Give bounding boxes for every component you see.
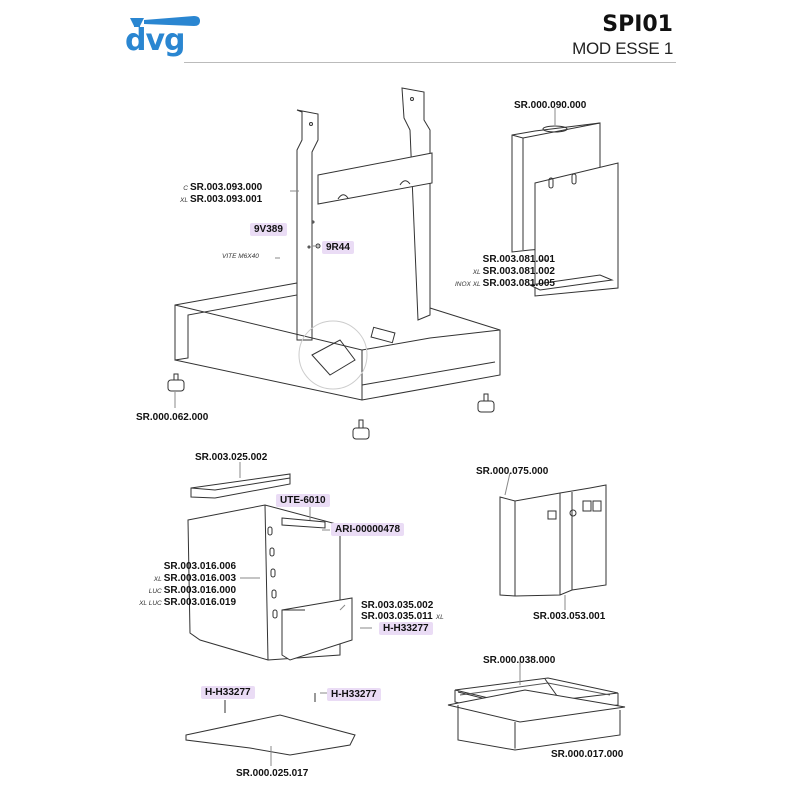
front-panel-drawing bbox=[499, 484, 607, 597]
screw-tag-9v389[interactable]: 9V389 bbox=[250, 223, 287, 236]
header-divider bbox=[184, 62, 676, 63]
leader-lines bbox=[174, 108, 566, 766]
front-panel-part-code[interactable]: SR.003.053.001 bbox=[533, 611, 606, 622]
screw-tag-h-h33277-2[interactable]: H-H33277 bbox=[201, 686, 255, 699]
washer-tag-9r44[interactable]: 9R44 bbox=[322, 241, 354, 254]
model-name: MOD ESSE 1 bbox=[572, 39, 673, 58]
model-code: SPI01 bbox=[602, 12, 673, 37]
feet-drawing bbox=[167, 373, 495, 440]
screw-note: VITE M6X40 bbox=[222, 253, 259, 260]
side-panel-code-xl-luc[interactable]: SR.003.016.019 bbox=[163, 597, 236, 608]
side-panel-code-xl[interactable]: SR.003.016.003 bbox=[163, 573, 236, 584]
drip-tray-part-code[interactable]: SR.000.017.000 bbox=[551, 749, 624, 760]
frame-drawing bbox=[174, 87, 501, 401]
tank-bracket-code-xl[interactable]: SR.003.081.002 bbox=[482, 266, 555, 277]
tank-bracket-code-inox-xl[interactable]: SR.003.081.005 bbox=[482, 278, 555, 289]
bottom-plate-drawing bbox=[185, 693, 356, 756]
tank-bracket-variant-std: SR.003.081.001 bbox=[455, 254, 555, 266]
side-panel-code-std[interactable]: SR.003.016.006 bbox=[163, 561, 236, 572]
ari-tag[interactable]: ARI-00000478 bbox=[331, 523, 405, 536]
screw-tag-h-h33277-3[interactable]: H-H33277 bbox=[327, 688, 381, 701]
dvg-logo-icon bbox=[130, 16, 200, 27]
top-cover-part-code[interactable]: SR.003.025.002 bbox=[195, 452, 268, 463]
tank-bracket-code-std[interactable]: SR.003.081.001 bbox=[482, 254, 555, 265]
bottom-plate-part-code[interactable]: SR.000.025.017 bbox=[236, 768, 309, 779]
ute-tag[interactable]: UTE-6010 bbox=[276, 494, 330, 507]
screw-tag-h-h33277-1[interactable]: H-H33277 bbox=[379, 622, 433, 635]
inner-bracket-code-xl[interactable]: SR.003.035.011 bbox=[361, 611, 433, 622]
frame-part-code-c[interactable]: SR.003.093.000 bbox=[189, 182, 263, 193]
foot-part-code[interactable]: SR.000.062.000 bbox=[136, 412, 209, 423]
water-tank-part-code[interactable]: SR.000.090.000 bbox=[514, 100, 587, 111]
side-panel-code-luc[interactable]: SR.003.016.000 bbox=[163, 585, 236, 596]
drip-tray-drawing bbox=[447, 677, 626, 751]
side-panel-drawing bbox=[187, 504, 353, 661]
inner-bracket-code-std[interactable]: SR.003.035.002 bbox=[361, 600, 434, 611]
side-panel-variant-std: SR.003.016.006 bbox=[108, 561, 236, 573]
frame-part-code-xl[interactable]: SR.003.093.001 bbox=[189, 194, 263, 205]
top-cover-drawing bbox=[190, 473, 291, 499]
front-panel-top-part-code[interactable]: SR.000.075.000 bbox=[476, 466, 549, 477]
brand-logo-text: dvg bbox=[125, 23, 186, 58]
drip-grid-part-code[interactable]: SR.000.038.000 bbox=[483, 655, 556, 666]
water-tank-drawing bbox=[511, 122, 619, 297]
inner-bracket-variant-std: SR.003.035.002 bbox=[361, 600, 444, 611]
